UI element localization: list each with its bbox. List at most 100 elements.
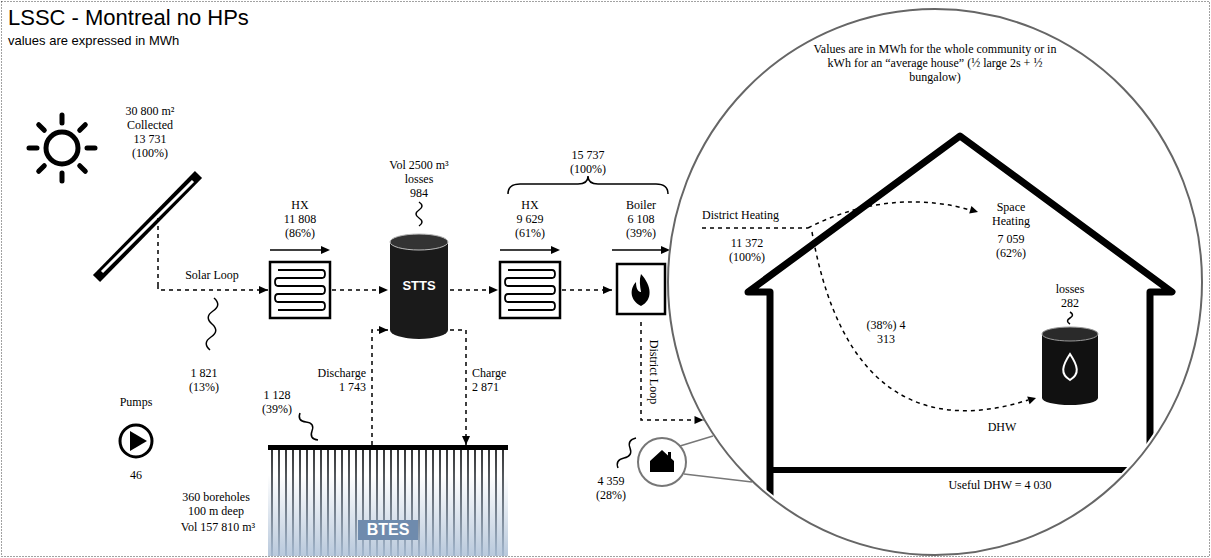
heat-exchanger-part xyxy=(275,270,325,310)
connector-line xyxy=(641,322,703,420)
heat-exchanger: HX9 629 (61%) xyxy=(498,198,562,322)
borehole xyxy=(432,449,434,556)
arrowhead xyxy=(379,286,388,294)
arrowhead xyxy=(379,326,388,334)
heat-exchanger-part xyxy=(270,262,330,318)
heat-exchanger-part xyxy=(551,246,560,254)
node-text: Collected 13 731 (100%) xyxy=(121,118,179,160)
house: Space Heating 7 059 (62%)losses 282 xyxy=(740,128,1200,558)
heat-exchanger-part xyxy=(500,249,552,251)
boiler: Boiler6 108 (39%) xyxy=(612,198,670,322)
node-text: 6 108 (39%) xyxy=(619,212,663,240)
connector-line xyxy=(450,330,466,445)
solar-collector-part xyxy=(102,181,193,272)
borehole xyxy=(285,449,287,556)
zoom-lens-part xyxy=(668,9,1202,555)
node-text: 46 xyxy=(96,468,176,482)
node-text: Pumps xyxy=(96,395,176,409)
value-label: (38%) 4 313 xyxy=(866,318,906,346)
node-text: HX xyxy=(498,198,562,212)
zoom-circle xyxy=(638,438,686,486)
value-label: values are expressed in MWh xyxy=(8,33,268,48)
boiler-part xyxy=(612,249,662,251)
node-text: Space Heating xyxy=(985,200,1037,228)
dashed-arrow xyxy=(808,202,970,228)
borehole xyxy=(425,449,427,556)
connector xyxy=(641,322,703,424)
pump: Pumps46 xyxy=(108,395,164,487)
borehole xyxy=(495,449,497,556)
borehole xyxy=(341,449,343,556)
solar-collector-part xyxy=(157,218,159,285)
value-label: Useful DHW = 4 030 xyxy=(940,478,1060,492)
sun-rays xyxy=(29,115,95,181)
connector-line xyxy=(158,285,268,290)
connector-label: Charge 2 871 xyxy=(472,366,512,394)
loss-squiggle xyxy=(206,298,218,350)
heat-exchanger-part xyxy=(500,262,560,318)
arrowhead xyxy=(1027,397,1036,405)
borehole xyxy=(481,449,483,556)
dhw-tank-part xyxy=(1042,334,1098,405)
house-icon xyxy=(650,450,674,472)
borehole xyxy=(292,449,294,556)
borehole xyxy=(474,449,476,556)
borehole xyxy=(271,449,273,556)
connector xyxy=(450,330,470,445)
connector xyxy=(332,286,388,294)
node-text: 7 059 (62%) xyxy=(985,232,1037,260)
value-label: District Heating xyxy=(702,208,802,222)
dhw-tank-part xyxy=(1042,327,1098,341)
arrowhead xyxy=(489,286,498,294)
value-label: 15 737 (100%) xyxy=(567,148,609,176)
arrowhead xyxy=(462,436,470,445)
connector-label: Solar Loop xyxy=(182,268,242,282)
diagram-title: LSSC - Montreal no HPs xyxy=(8,5,408,31)
borehole xyxy=(348,449,350,556)
value-label: 11 372 (100%) xyxy=(725,236,769,264)
connector xyxy=(372,326,388,445)
house-shape xyxy=(740,128,1200,558)
sun-disc xyxy=(46,132,78,164)
borehole-field: 360 boreholes 100 m deepVol 157 810 m³BT… xyxy=(180,445,510,556)
value-label: 1 128 (39%) xyxy=(258,388,296,416)
value-label: DHW xyxy=(982,420,1022,434)
solar-collector-part xyxy=(100,178,195,275)
heat-exchanger: HX11 808 (86%) xyxy=(268,198,332,322)
borehole xyxy=(278,449,280,556)
dhw-tank-part xyxy=(1068,312,1073,324)
sun-icon xyxy=(29,115,95,181)
borehole xyxy=(327,449,329,556)
borehole xyxy=(502,449,504,556)
connector-label: District Loop xyxy=(647,332,661,412)
arrowhead xyxy=(603,286,612,294)
connector-line xyxy=(372,330,388,445)
borehole-field-part xyxy=(268,445,508,450)
node-text: Vol 157 810 m³ xyxy=(170,520,266,534)
arrowhead xyxy=(969,206,978,214)
borehole xyxy=(320,449,322,556)
dashed-arrow xyxy=(702,227,808,229)
house-part xyxy=(770,467,1150,473)
value-label: Vol 2500 m³ xyxy=(379,158,459,172)
pump-part xyxy=(130,431,147,451)
borehole xyxy=(299,449,301,556)
loss-squiggle xyxy=(617,438,636,468)
dhw-tank: losses 282 xyxy=(1040,282,1100,406)
dhw-tank-part xyxy=(1063,354,1077,380)
district-heating-arrows xyxy=(702,202,1028,411)
connector xyxy=(450,286,498,294)
node-text: Values are in MWh for the whole communit… xyxy=(812,42,1058,84)
node-text: STTS xyxy=(388,279,450,293)
borehole-field-part xyxy=(268,475,508,556)
connector xyxy=(158,285,268,294)
storage-tank-part xyxy=(390,234,448,250)
value-label: 4 359 (28%) xyxy=(592,474,630,502)
node-text: BTES xyxy=(358,520,418,540)
connector-label: Discharge 1 743 xyxy=(312,366,366,394)
heat-exchanger-part xyxy=(270,249,322,251)
dashed-arrow xyxy=(812,232,1028,411)
loss-squiggles xyxy=(206,202,636,468)
